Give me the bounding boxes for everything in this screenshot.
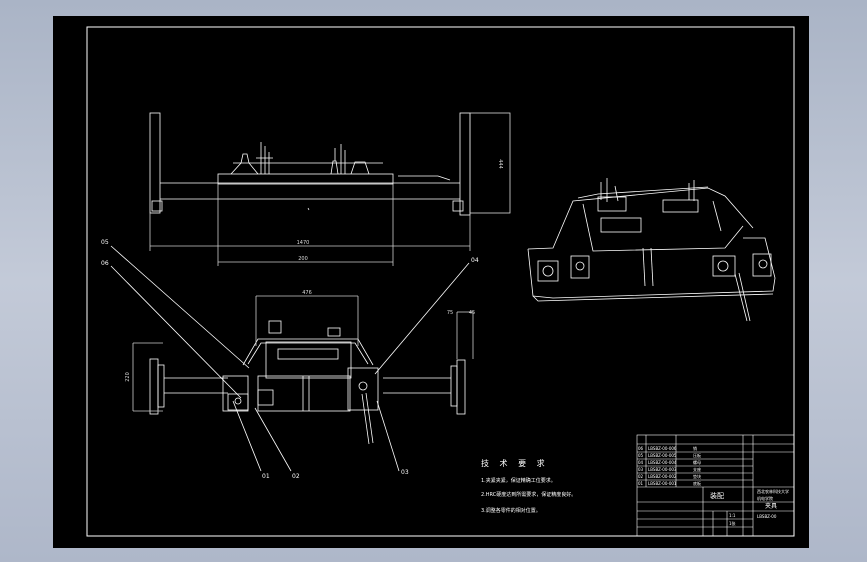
parts-row-01-no: 01 [638, 481, 644, 486]
parts-row-01-code: LBSBZ-00-001 [648, 481, 677, 486]
cad-drawing-viewport[interactable]: 1470 200 444 [53, 16, 809, 548]
parts-row-05-name: 压板 [693, 452, 701, 458]
dim-top-width: 476 [302, 290, 312, 296]
drawing-border [86, 26, 795, 537]
parts-row-04-no: 04 [638, 460, 644, 465]
parts-row-03-no: 03 [638, 467, 644, 472]
dim-front-height: 444 [497, 159, 503, 169]
parts-row-05-code: LBSBZ-00-005 [648, 453, 677, 458]
tech-req-title: 技 术 要 求 [481, 458, 549, 468]
title-block-sheet: 1张 [729, 520, 736, 526]
tech-req-item-1: 1.夹紧夹紧，保证精确工位要求。 [481, 477, 556, 484]
part-label-01: 01 [262, 473, 270, 480]
dim-top-left: 220 [125, 372, 131, 382]
title-block-drawing-name: 夹具 [765, 502, 777, 510]
title-block-drawing-number: LBSBZ-00 [757, 514, 777, 519]
title-block-scale: 1:1 [729, 513, 736, 518]
parts-row-04-code: LBSBZ-00-004 [648, 460, 677, 465]
top-view [110, 245, 474, 472]
parts-row-06-name: 销 [693, 445, 697, 451]
part-label-03: 03 [401, 469, 409, 476]
title-block-school-1: 西北农林科技大学 [757, 488, 789, 494]
title-block [636, 434, 795, 537]
front-view [149, 112, 511, 266]
dim-front-base: 200 [298, 256, 308, 262]
parts-row-06-no: 06 [638, 446, 644, 451]
part-label-02: 02 [292, 473, 300, 480]
dim-front-overall: 1470 [297, 240, 310, 246]
title-block-school-2: 机电学院 [757, 495, 773, 501]
parts-row-01-name: 底板 [693, 480, 701, 486]
part-label-05: 05 [101, 239, 109, 246]
part-label-06: 06 [101, 260, 109, 267]
parts-row-02-code: LBSBZ-00-002 [648, 474, 677, 479]
dim-top-right-a: 75 [447, 310, 453, 316]
title-block-assembly: 装配 [710, 491, 724, 500]
engineering-drawing: 1470 200 444 [86, 26, 795, 537]
parts-row-02-name: 垫块 [693, 473, 701, 479]
parts-row-04-name: 螺母 [693, 459, 701, 465]
tech-req-item-2: 2.HRC硬度达到所需要求，保证精度良好。 [481, 491, 576, 498]
tech-req-item-3: 3.调整各零件的相对位置。 [481, 507, 541, 514]
dim-top-right-b: 45 [469, 310, 475, 316]
parts-row-03-code: LBSBZ-00-003 [648, 467, 677, 472]
parts-row-05-no: 05 [638, 453, 644, 458]
part-label-04: 04 [471, 257, 479, 264]
isometric-view [527, 178, 776, 322]
parts-row-06-code: LBSBZ-00-006 [648, 446, 677, 451]
parts-row-03-name: 支座 [693, 466, 701, 472]
parts-row-02-no: 02 [638, 474, 644, 479]
